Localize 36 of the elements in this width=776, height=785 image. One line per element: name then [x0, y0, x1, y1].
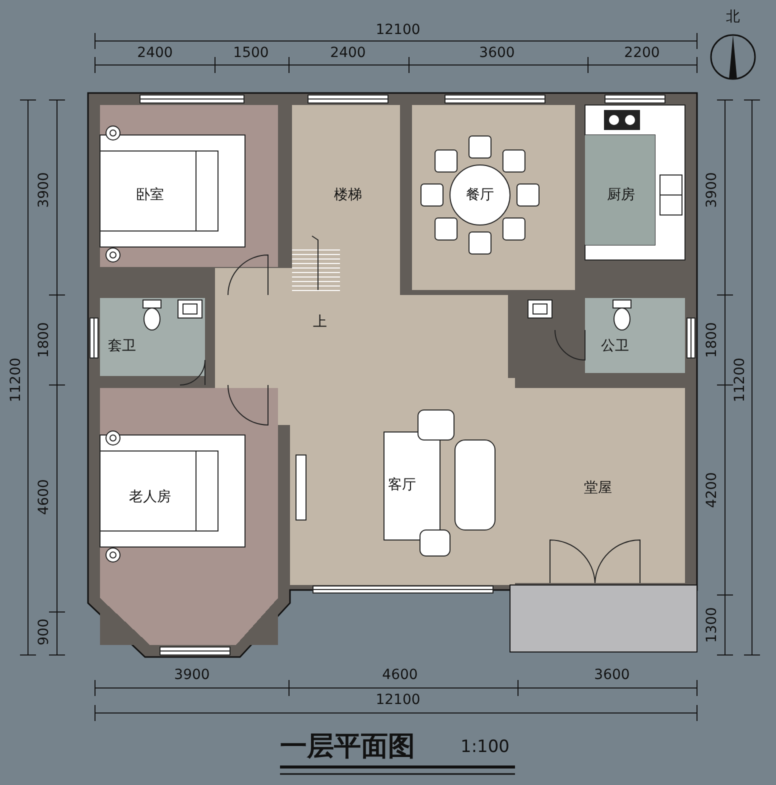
dimension-value: 4600 — [36, 479, 52, 515]
dimension-value: 2200 — [624, 45, 660, 61]
dimension-value: 2400 — [137, 45, 173, 61]
dimension-value: 3600 — [479, 45, 515, 61]
dimension-value: 900 — [36, 618, 52, 646]
dimension-value: 4600 — [382, 667, 418, 683]
room-name: 套卫 — [108, 337, 136, 355]
dimension-value: 12100 — [376, 22, 420, 38]
dimension-value: 3900 — [704, 172, 720, 208]
dimension-value: 1800 — [704, 322, 720, 358]
dimension-value: 11200 — [8, 358, 24, 402]
dimension-value: 3600 — [594, 667, 630, 683]
room-name: 厨房 — [607, 186, 635, 204]
room-name: 卧室 — [136, 186, 164, 204]
room — [585, 298, 685, 373]
drawing-title: 一层平面图 — [280, 730, 415, 764]
room-name: 客厅 — [388, 476, 416, 494]
room-name: 老人房 — [129, 488, 171, 506]
stair-direction-label: 上 — [313, 313, 327, 331]
dimension-value: 3900 — [174, 667, 210, 683]
scale-label: 1:100 — [460, 737, 510, 757]
dimension-value: 4200 — [704, 472, 720, 508]
room-name: 公卫 — [601, 337, 629, 355]
dimension-value: 1800 — [36, 322, 52, 358]
room — [515, 388, 685, 583]
room — [585, 135, 655, 245]
dimension-value: 11200 — [732, 358, 748, 402]
room-name: 楼梯 — [334, 186, 362, 204]
dimension-value: 2400 — [330, 45, 366, 61]
dimension-value: 3900 — [36, 172, 52, 208]
dimension-value: 1500 — [233, 45, 269, 61]
dimension-value: 1300 — [704, 607, 720, 643]
room-name: 餐厅 — [466, 186, 494, 204]
dimension-value: 12100 — [376, 692, 420, 708]
room-name: 堂屋 — [584, 479, 612, 497]
north-label: 北 — [726, 8, 740, 26]
